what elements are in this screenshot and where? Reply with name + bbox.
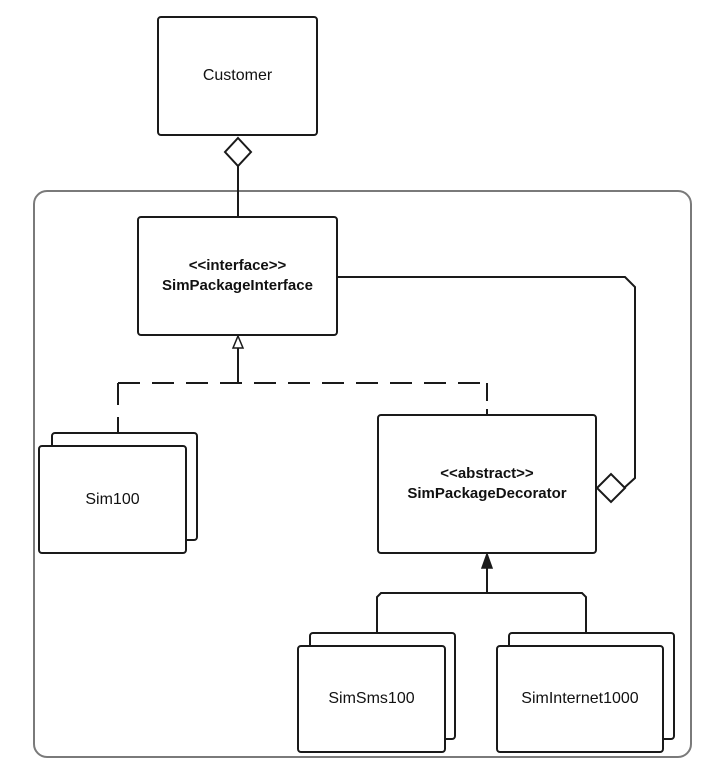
simsms-class[interactable]: SimSms100: [297, 645, 446, 753]
aggregation-diamond-decorator: [595, 472, 627, 504]
realization-arrowhead: [231, 334, 245, 349]
siminternet-label: SimInternet1000: [521, 690, 639, 707]
interface-class[interactable]: <<interface>> SimPackageInterface: [137, 216, 338, 336]
decorator-class[interactable]: <<abstract>> SimPackageDecorator: [377, 414, 597, 554]
decorator-stereotype: <<abstract>>: [440, 465, 534, 482]
sim100-label: Sim100: [85, 490, 140, 508]
siminternet-class[interactable]: SimInternet1000: [496, 645, 664, 753]
decorator-name: SimPackageDecorator: [407, 485, 567, 502]
customer-label: Customer: [202, 67, 273, 84]
aggregation-diamond-customer: [223, 136, 253, 168]
inheritance-arrowhead: [480, 551, 494, 569]
simsms-label: SimSms100: [328, 690, 415, 707]
interface-name: SimPackageInterface: [162, 277, 313, 294]
inheritance-horizontal: [376, 592, 587, 632]
interface-stereotype: <<interface>>: [188, 257, 287, 274]
decorator-interface-link: [337, 276, 636, 489]
sim100-class[interactable]: Sim100: [38, 445, 187, 554]
package-boundary: [33, 190, 692, 758]
customer-class[interactable]: Customer: [157, 16, 318, 136]
